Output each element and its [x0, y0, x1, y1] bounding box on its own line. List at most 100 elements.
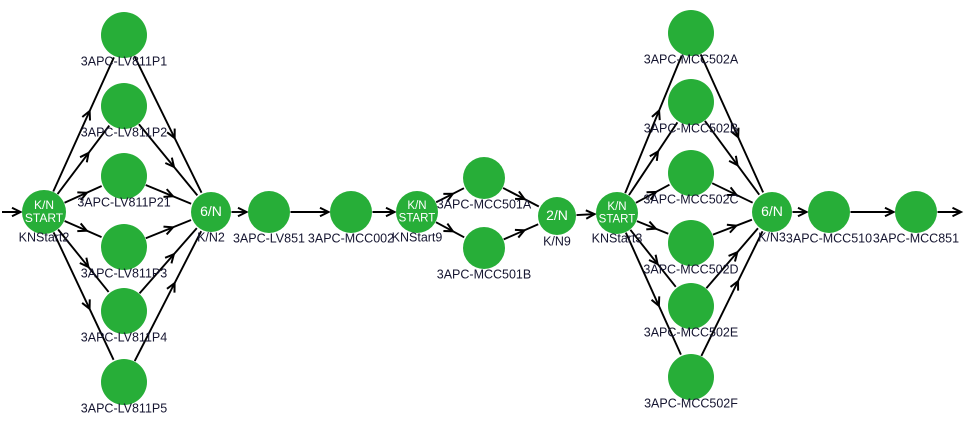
edge-mcc502c-to-kn3[interactable] — [711, 182, 754, 204]
edge-knstart3-to-mcc502d[interactable] — [636, 220, 669, 235]
node-lv811p4[interactable]: 3APC-LV811P4 — [81, 288, 167, 344]
edge-mcc502f-to-kn3[interactable] — [700, 230, 764, 357]
edge-mcc851-to-exit[interactable] — [937, 206, 964, 218]
edge-lv811p21-to-kn2[interactable] — [145, 184, 192, 205]
node-caption-mcc502f: 3APC-MCC502F — [644, 396, 738, 410]
edge-knstart3-to-mcc502c[interactable] — [635, 183, 670, 204]
edge-lv811p3-to-kn2[interactable] — [145, 219, 192, 240]
node-kn2[interactable]: 6/NK/N2 — [191, 192, 231, 244]
edge-knstart2-to-lv811p5[interactable] — [52, 231, 115, 361]
node-lv811p21[interactable]: 3APC-LV811P21 — [77, 153, 171, 209]
edge-knstart3-to-mcc502a[interactable] — [624, 55, 683, 194]
arrowhead-icon — [884, 206, 896, 218]
arrowhead-icon — [77, 222, 89, 233]
node-mcc510[interactable]: 3APC-MCC510 — [786, 191, 872, 245]
node-label-kn3: 6/N — [761, 203, 783, 219]
node-circle-lv811p5[interactable] — [101, 359, 147, 405]
node-mcc851[interactable]: 3APC-MCC851 — [873, 191, 959, 245]
edge-knstart2-to-lv811p4[interactable] — [57, 228, 110, 293]
node-circle-mcc002[interactable] — [330, 191, 372, 233]
edge-lv811p1-to-kn2[interactable] — [133, 55, 203, 194]
edge-knstart9-to-mcc501b[interactable] — [435, 221, 465, 239]
node-circle-mcc510[interactable] — [808, 191, 850, 233]
arrowhead-icon — [648, 254, 660, 266]
node-circle-mcc851[interactable] — [895, 191, 937, 233]
node-lv851[interactable]: 3APC-LV851 — [233, 191, 305, 245]
node-caption-lv811p2: 3APC-LV811P2 — [81, 125, 167, 139]
node-lv811p5[interactable]: 3APC-LV811P5 — [81, 359, 167, 415]
node-circle-mcc502d[interactable] — [668, 220, 714, 266]
node-caption-mcc502e: 3APC-MCC502E — [644, 325, 738, 339]
edge-mcc502a-to-kn3[interactable] — [699, 54, 765, 193]
edge-knstart2-to-lv811p2[interactable] — [56, 124, 110, 195]
edge-mcc502e-to-kn3[interactable] — [705, 227, 759, 289]
edge-knstart2-to-lv811p21[interactable] — [64, 185, 103, 204]
node-circle-mcc501b[interactable] — [463, 227, 505, 269]
node-circle-kn2[interactable] — [191, 192, 231, 232]
edge-mcc510-to-mcc851[interactable] — [850, 206, 896, 218]
node-circle-lv811p3[interactable] — [101, 224, 147, 270]
edge-mcc501a-to-kn9[interactable] — [502, 187, 540, 208]
node-mcc502a[interactable]: 3APC-MCC502A — [644, 10, 739, 66]
node-caption-lv811p3: 3APC-LV811P3 — [81, 266, 167, 280]
node-lv811p3[interactable]: 3APC-LV811P3 — [81, 224, 167, 280]
edge-mcc002-to-knstart9[interactable] — [372, 206, 397, 218]
node-circle-kn9[interactable] — [538, 197, 576, 235]
edge-mcc502d-to-kn3[interactable] — [712, 218, 753, 236]
node-mcc502d[interactable]: 3APC-MCC502D — [643, 220, 739, 276]
edge-entry-to-knstart2[interactable] — [2, 206, 23, 218]
node-mcc501a[interactable]: 3APC-MCC501A — [437, 157, 532, 211]
edge-knstart2-to-lv811p3[interactable] — [64, 220, 102, 239]
node-circle-knstart2[interactable] — [22, 190, 66, 234]
node-lv811p2[interactable]: 3APC-LV811P2 — [81, 83, 167, 139]
edge-knstart3-to-mcc502b[interactable] — [628, 121, 679, 196]
arrowhead-icon — [649, 149, 660, 162]
node-circle-lv811p2[interactable] — [101, 83, 147, 129]
node-mcc501b[interactable]: 3APC-MCC501B — [437, 227, 531, 281]
node-mcc002[interactable]: 3APC-MCC002 — [308, 191, 394, 245]
arrowhead-icon — [385, 206, 397, 218]
edge-mcc502b-to-kn3[interactable] — [704, 120, 761, 196]
edge-mcc501b-to-kn9[interactable] — [503, 223, 539, 241]
node-circle-mcc502b[interactable] — [668, 79, 714, 125]
node-kn3[interactable]: 6/NK/N3 — [752, 192, 792, 244]
edge-knstart3-to-mcc502f[interactable] — [624, 232, 682, 356]
node-label-knstart9-line1: K/N — [407, 200, 426, 212]
edge-lv811p4-to-kn2[interactable] — [138, 227, 198, 294]
node-kn9[interactable]: 2/NK/N9 — [538, 197, 576, 248]
node-circle-mcc502f[interactable] — [668, 354, 714, 400]
node-circle-mcc502e[interactable] — [668, 283, 714, 329]
node-circle-lv811p1[interactable] — [101, 12, 147, 58]
arrowhead-icon — [730, 127, 740, 140]
node-caption-kn9: K/N9 — [543, 234, 571, 248]
node-circle-mcc502c[interactable] — [668, 150, 714, 196]
edge-lv811p2-to-kn2[interactable] — [138, 123, 199, 196]
edge-lv811p5-to-kn2[interactable] — [133, 230, 203, 362]
node-label-knstart9-line2: START — [399, 212, 436, 224]
node-circle-knstart3[interactable] — [596, 192, 638, 234]
node-circle-mcc502a[interactable] — [668, 10, 714, 56]
edge-lv851-to-mcc002[interactable] — [290, 206, 331, 218]
edge-kn3-to-mcc510[interactable] — [792, 206, 809, 218]
node-circle-lv811p21[interactable] — [101, 153, 147, 199]
arrowhead-icon — [166, 128, 176, 141]
edge-knstart3-to-mcc502e[interactable] — [629, 229, 677, 288]
node-mcc502c[interactable]: 3APC-MCC502C — [643, 150, 739, 206]
node-mcc502f[interactable]: 3APC-MCC502F — [644, 354, 738, 410]
node-circle-lv811p4[interactable] — [101, 288, 147, 334]
edge-knstart2-to-lv811p1[interactable] — [52, 56, 115, 192]
node-circle-lv851[interactable] — [248, 191, 290, 233]
edge-kn2-to-lv851[interactable] — [231, 206, 249, 218]
node-lv811p1[interactable]: 3APC-LV811P1 — [81, 12, 167, 68]
node-mcc502e[interactable]: 3APC-MCC502E — [644, 283, 738, 339]
edge-knstart9-to-mcc501a[interactable] — [435, 187, 465, 204]
node-mcc502b[interactable]: 3APC-MCC502B — [644, 79, 738, 135]
node-circle-knstart9[interactable] — [396, 191, 438, 233]
edge-kn9-to-knstart3[interactable] — [576, 209, 597, 220]
node-circle-mcc501a[interactable] — [463, 157, 505, 199]
node-circle-kn3[interactable] — [752, 192, 792, 232]
